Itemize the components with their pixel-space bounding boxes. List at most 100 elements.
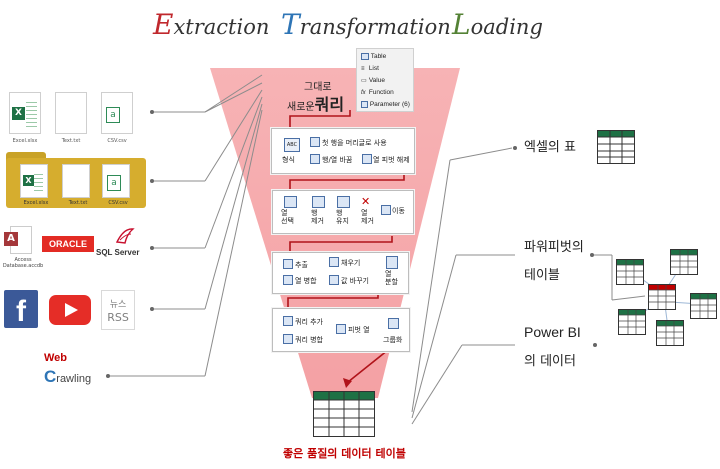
pivot-table-label-2: 테이블 xyxy=(524,268,560,283)
format-button[interactable]: 형식 xyxy=(282,156,295,164)
excel-file-icon: X Excel.xlsx xyxy=(20,164,48,206)
merge-queries-button[interactable]: 쿼리 병합 xyxy=(295,336,323,344)
excel-table-label: 엑셀의 표 xyxy=(524,140,576,155)
parameter-icon xyxy=(361,101,368,108)
source-web-services: f 뉴스 RSS xyxy=(4,290,154,332)
append-queries-button[interactable]: 쿼리 추가 xyxy=(295,318,323,326)
source-files: X Excel.xlsx Text.txt a CSV.csv xyxy=(5,90,145,144)
unpivot-icon xyxy=(362,154,372,164)
split-column-button[interactable]: 열 분할 xyxy=(385,270,398,286)
pivot-table-icon xyxy=(616,259,644,285)
raw-query-label: 그대로 xyxy=(304,82,332,93)
flow-arrows xyxy=(287,110,405,383)
oracle-logo: ORACLE xyxy=(42,236,94,252)
split-column-icon xyxy=(386,256,398,269)
group-by-icon xyxy=(388,318,399,329)
new-query-prefix: 새로운 xyxy=(287,102,315,113)
table-icon xyxy=(361,53,369,60)
excel-table-icon xyxy=(597,130,635,164)
result-table-icon xyxy=(313,391,375,437)
access-db-icon: A xyxy=(4,226,34,256)
promote-header-button[interactable]: 첫 행을 머리글로 사용 xyxy=(322,139,387,147)
pivot-table-icon xyxy=(618,309,646,335)
title-loading-rest: oading xyxy=(470,15,543,39)
value-icon: ▭ xyxy=(361,78,367,84)
unpivot-button[interactable]: 열 피벗 해제 xyxy=(373,156,410,164)
powerbi-label-2: 의 데이터 xyxy=(524,354,576,369)
access-db-label: Access Database.accdb xyxy=(2,257,44,269)
pivot-table-icon xyxy=(690,293,717,319)
file-label: Text.txt xyxy=(61,138,81,144)
append-queries-icon xyxy=(283,316,293,326)
sql-server-label: SQL Server xyxy=(96,248,140,257)
source-databases: A Access Database.accdb ORACLE SQL Serve… xyxy=(2,226,154,270)
title-transformation: Transformation xyxy=(281,8,451,41)
youtube-icon xyxy=(49,295,91,325)
pivot-table-label-1: 파워피벗의 xyxy=(524,240,584,255)
param-item-table[interactable]: Table xyxy=(361,53,386,60)
keep-rows-icon xyxy=(337,196,350,208)
select-columns-button[interactable]: 열 선택 xyxy=(281,209,294,225)
title-extraction-cap: E xyxy=(153,8,174,41)
replace-values-icon xyxy=(329,275,339,285)
file-label: Excel.xlsx xyxy=(12,138,38,144)
merge-columns-button[interactable]: 열 병합 xyxy=(295,277,317,285)
news-label: 뉴스 xyxy=(109,300,127,310)
powerbi-label-1: Power BI xyxy=(524,324,581,340)
pivot-column-icon xyxy=(336,324,346,334)
pivot-table-icon xyxy=(656,320,684,346)
crawling-rest: rawling xyxy=(56,373,92,385)
merge-queries-icon xyxy=(283,334,293,344)
csv-file-icon: a CSV.csv xyxy=(101,92,133,144)
new-query-big: 쿼리 xyxy=(314,95,345,114)
param-item-parameter[interactable]: Parameter (6) xyxy=(361,101,410,108)
move-icon xyxy=(381,205,391,215)
transpose-icon xyxy=(310,154,320,164)
title-extraction-rest: xtraction xyxy=(173,15,270,39)
transform-step-2: 열 선택 행 제거 행 유지 ✕ 열 제거 이동 xyxy=(272,190,414,234)
csv-file-icon: a CSV.csv xyxy=(102,164,130,206)
list-icon: ≡ xyxy=(361,66,365,72)
param-item-function[interactable]: fx Function xyxy=(361,89,394,96)
query-type-list: Table ≡ List ▭ Value fx Function Paramet… xyxy=(356,48,414,112)
title-transformation-cap: T xyxy=(281,8,300,41)
source-connectors xyxy=(108,74,263,377)
pivot-table-icon xyxy=(670,249,698,275)
remove-columns-icon: ✕ xyxy=(361,195,371,208)
remove-rows-icon xyxy=(312,196,325,208)
replace-values-button[interactable]: 값 바꾸기 xyxy=(341,277,369,285)
param-item-list[interactable]: ≡ List xyxy=(361,65,379,72)
file-label: CSV.csv xyxy=(107,138,127,144)
rss-label: RSS xyxy=(107,311,129,324)
transform-step-1: ABC 형식 첫 행을 머리글로 사용 행/열 바꿈 열 피벗 해제 xyxy=(271,128,415,174)
param-item-value[interactable]: ▭ Value xyxy=(361,77,385,84)
output-connectors xyxy=(411,147,646,425)
format-icon: ABC xyxy=(284,138,300,152)
transform-step-3: 추출 채우기 열 병합 값 바꾸기 열 분할 xyxy=(272,252,409,294)
excel-file-icon: X Excel.xlsx xyxy=(9,92,41,144)
extract-button[interactable]: 추출 xyxy=(295,261,308,269)
extract-icon xyxy=(283,259,293,269)
folder-icon: X Excel.xlsx Text.txt a CSV.csv xyxy=(6,152,146,208)
merge-columns-icon xyxy=(283,275,293,285)
move-button[interactable]: 이동 xyxy=(392,207,405,215)
promote-header-icon xyxy=(310,137,320,147)
facebook-icon: f xyxy=(4,290,38,328)
new-query-label: 새로운쿼리 xyxy=(287,91,344,115)
file-label: CSV.csv xyxy=(108,200,128,206)
transpose-button[interactable]: 행/열 바꿈 xyxy=(322,156,353,164)
select-columns-icon xyxy=(284,196,297,208)
fill-button[interactable]: 채우기 xyxy=(341,259,361,267)
pivot-column-button[interactable]: 피벗 열 xyxy=(348,326,370,334)
fill-icon xyxy=(329,257,339,267)
keep-rows-button[interactable]: 행 유지 xyxy=(336,209,349,225)
title-loading: Loading xyxy=(452,8,543,41)
file-label: Text.txt xyxy=(68,200,88,206)
rss-news-icon: 뉴스 RSS xyxy=(101,290,135,330)
group-by-button[interactable]: 그룹화 xyxy=(383,336,403,344)
function-icon: fx xyxy=(361,90,366,96)
remove-columns-button[interactable]: 열 제거 xyxy=(361,209,374,225)
title-loading-cap: L xyxy=(452,8,471,41)
transform-step-4: 쿼리 추가 쿼리 병합 피벗 열 그룹화 xyxy=(272,308,410,352)
remove-rows-button[interactable]: 행 제거 xyxy=(311,209,324,225)
